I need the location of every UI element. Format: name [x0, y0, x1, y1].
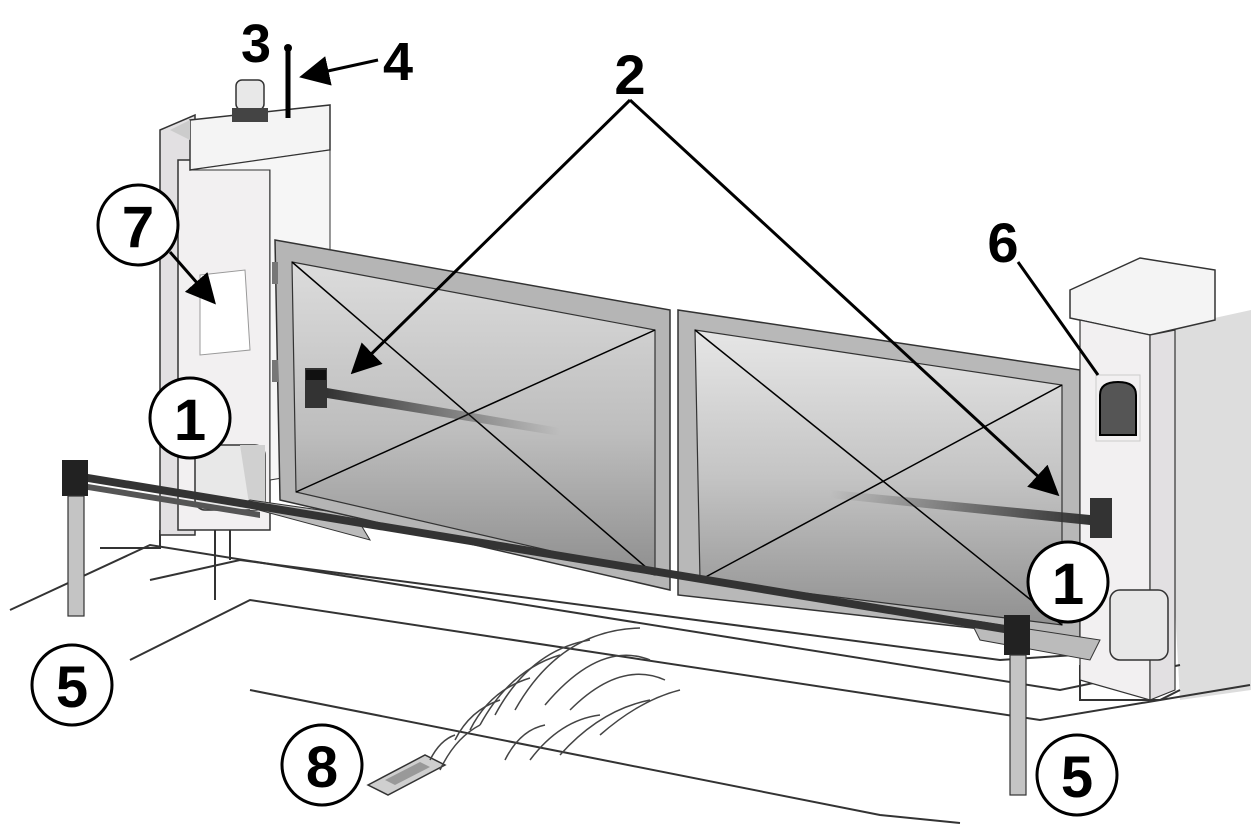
callout-1-right: 1 [1026, 540, 1110, 624]
right-gate-leaf [677, 309, 1081, 641]
callout-labels: 7 1 1 5 5 8 3 4 2 6 [30, 14, 1119, 817]
svg-text:1: 1 [1052, 552, 1084, 617]
arrow-2-left [350, 98, 632, 375]
callout-3: 3 [241, 14, 271, 74]
callout-5-right: 5 [1035, 733, 1119, 817]
arrow-6 [168, 251, 216, 305]
outer-photocell-posts [62, 460, 1030, 796]
callout-8: 8 [280, 723, 364, 807]
callout-6: 7 [96, 183, 180, 267]
callout-5-left: 5 [30, 643, 114, 727]
inner-photocells [305, 368, 1112, 538]
arrow-4 [299, 56, 379, 86]
svg-text:5: 5 [1061, 745, 1093, 810]
svg-text:8: 8 [306, 735, 338, 800]
arrow-2-right [628, 98, 1060, 497]
antenna [284, 44, 292, 118]
svg-text:1: 1 [174, 388, 206, 453]
flashing-lamp [232, 79, 268, 122]
leader-lines [168, 56, 1100, 497]
callout-4: 4 [383, 32, 413, 92]
callout-1-left: 1 [148, 376, 232, 460]
callout-2: 2 [614, 43, 645, 106]
svg-text:5: 5 [56, 655, 88, 720]
line-7 [1016, 261, 1100, 376]
svg-text:7: 7 [122, 195, 154, 260]
key-selector [199, 269, 251, 356]
callout-7: 6 [987, 211, 1018, 274]
radio-waves [429, 627, 681, 771]
right-pillar-photocell [1095, 374, 1141, 442]
wall-shadow [1160, 310, 1251, 700]
remote-control [366, 754, 447, 796]
